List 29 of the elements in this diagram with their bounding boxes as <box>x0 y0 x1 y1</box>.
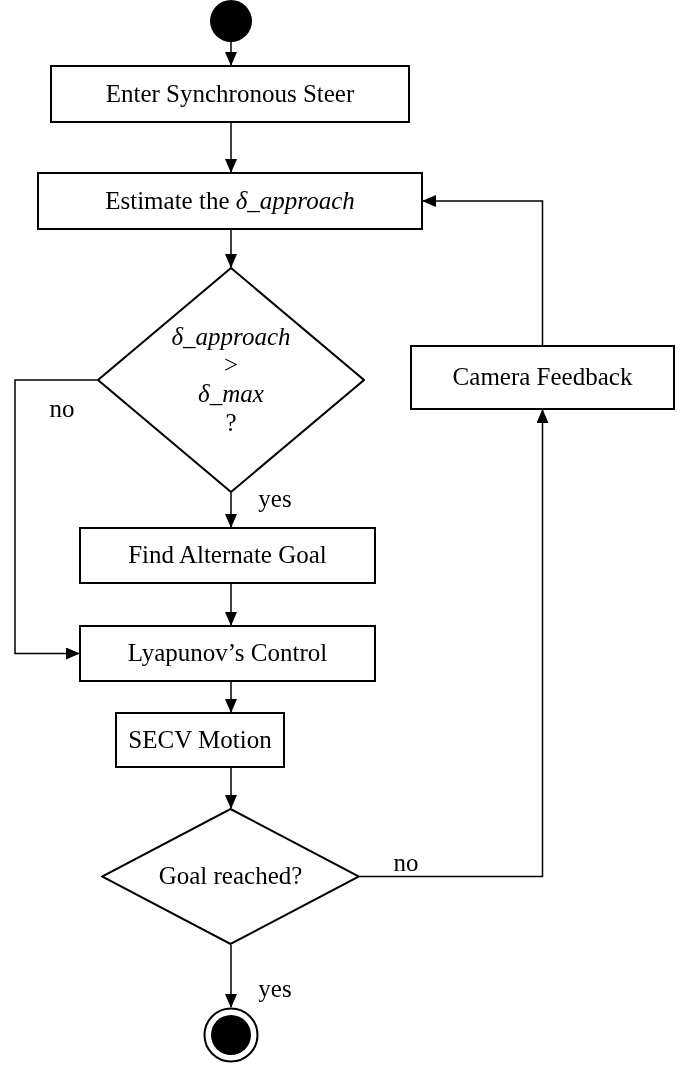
end-node <box>203 1007 259 1063</box>
arrow <box>225 229 237 268</box>
process-box <box>79 625 376 682</box>
process-box <box>79 527 376 584</box>
node-text: δ_approach > δ_max ? <box>170 322 292 438</box>
node-text: Goal reached? <box>158 862 303 891</box>
arrow <box>359 409 549 878</box>
arrow <box>225 681 237 713</box>
process-box <box>115 712 285 768</box>
process-box <box>410 345 675 410</box>
node-text: Enter Synchronous Steer <box>105 79 355 109</box>
node-text: SECV Motion <box>128 725 272 755</box>
arrow <box>225 767 237 809</box>
arrow <box>225 122 237 173</box>
arrow <box>225 41 237 66</box>
node-text: Estimate the δ_approach <box>105 186 355 216</box>
node-text: Find Alternate Goal <box>128 541 327 570</box>
process-box <box>50 65 410 123</box>
decision-diamond <box>97 267 365 493</box>
arrow <box>225 583 237 626</box>
arrow <box>225 492 237 528</box>
node-text: Lyapunov’s Control <box>127 639 328 668</box>
arrow <box>225 944 237 1008</box>
arrow <box>422 195 544 346</box>
arrow <box>14 379 98 660</box>
process-box <box>37 172 423 230</box>
start-node <box>210 0 252 42</box>
node-text: Camera Feedback <box>452 363 633 392</box>
decision-diamond <box>101 808 360 945</box>
